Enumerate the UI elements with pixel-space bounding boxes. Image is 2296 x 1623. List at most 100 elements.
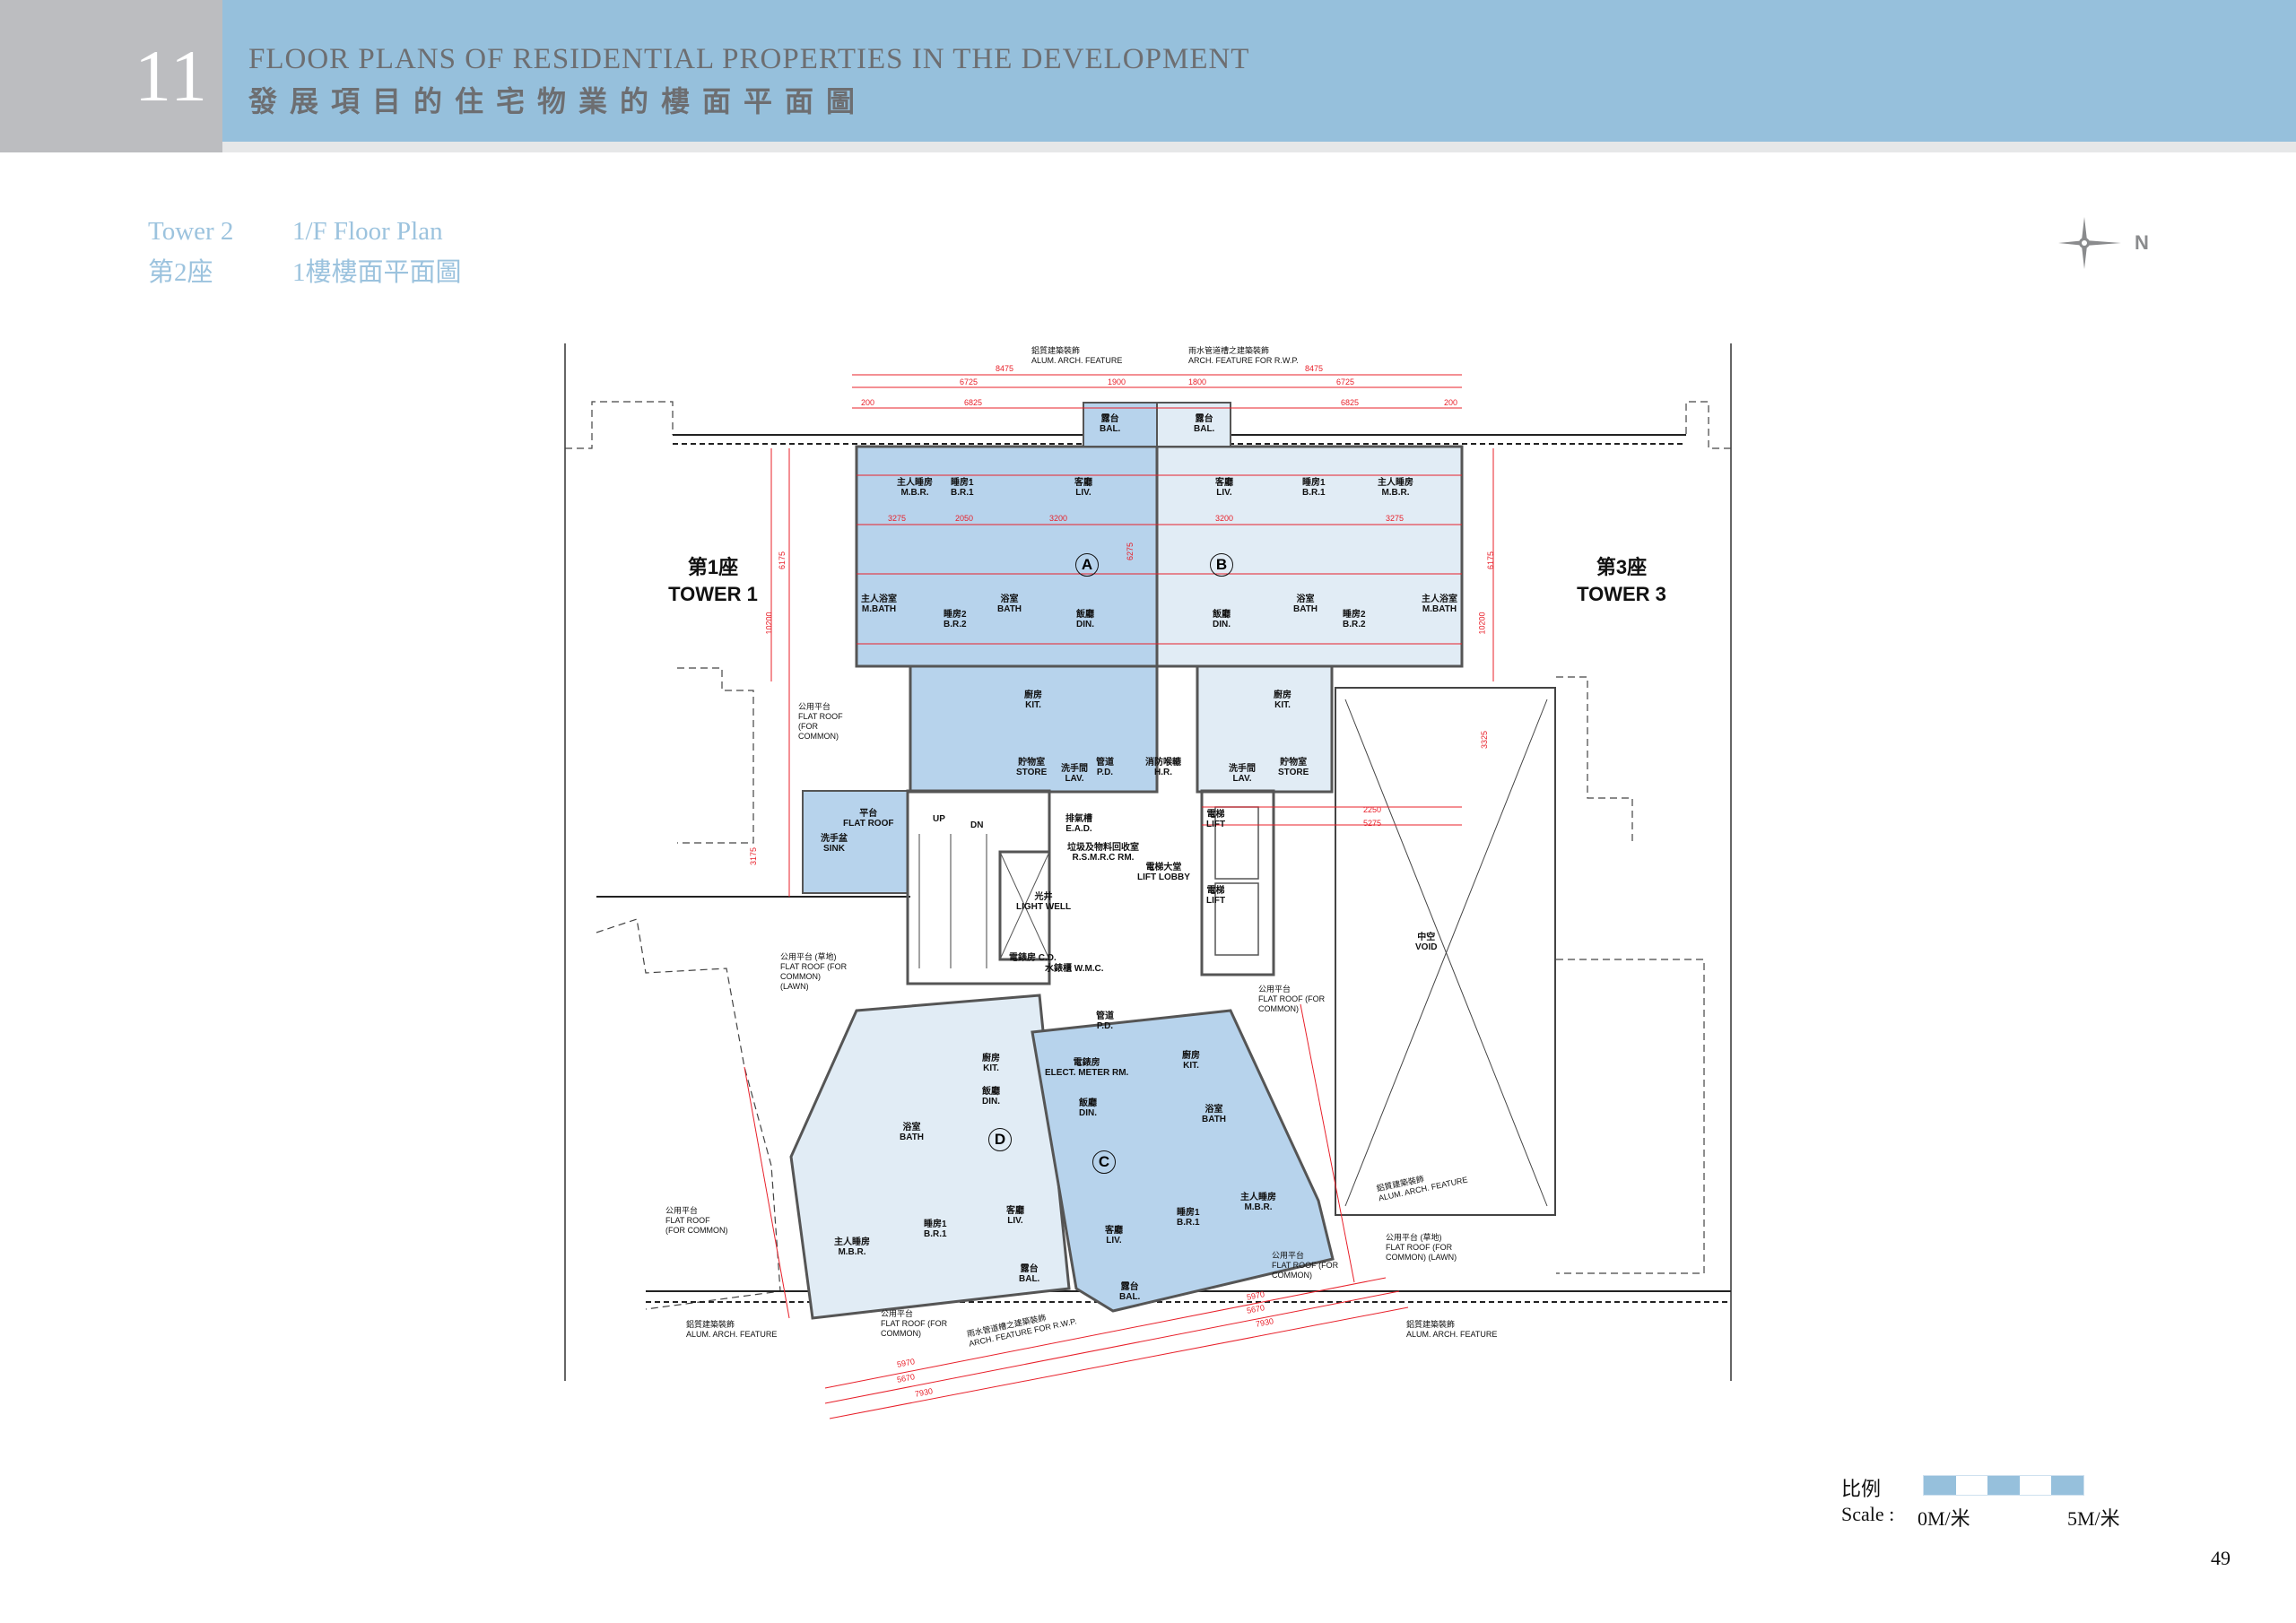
balcony-b xyxy=(1156,402,1231,447)
scale-bar xyxy=(1923,1475,2084,1496)
dim-label: 3275 xyxy=(1386,514,1405,523)
unit-marker-a: A xyxy=(1075,553,1099,577)
unit-marker-b: B xyxy=(1210,553,1233,577)
unit-c-area xyxy=(1031,1009,1335,1313)
dim-label: 5275 xyxy=(1363,819,1382,828)
flat-roof-blue xyxy=(802,790,909,894)
dim-label: 1800 xyxy=(1188,378,1207,386)
dim-label: 6275 xyxy=(1126,542,1135,561)
dim-label: 200 xyxy=(861,398,875,407)
unit-d-area xyxy=(789,994,1071,1320)
dim-label: 2050 xyxy=(955,514,974,523)
unit-b-area xyxy=(1155,445,1464,668)
note-flat-roof-lawn: 公用平台 (草地)FLAT ROOF (FOR COMMON) (LAWN) xyxy=(780,952,848,991)
core xyxy=(906,789,1275,985)
unit-marker-d: D xyxy=(988,1128,1012,1151)
dim-label: 6175 xyxy=(1486,551,1496,570)
page-number: 49 xyxy=(2211,1547,2231,1569)
dim-label: 3325 xyxy=(1480,730,1490,750)
room-label-cd: 電錶房 C.D. xyxy=(1009,953,1057,963)
tower-label-en: Tower 2 xyxy=(148,217,234,246)
dim-label: 3200 xyxy=(1049,514,1068,523)
dim-label: 3275 xyxy=(888,514,907,523)
floor-label-en: 1/F Floor Plan xyxy=(292,217,443,246)
tower-label-zh: 第2座 xyxy=(148,258,213,287)
scale-start: 0M/米 xyxy=(1918,1507,1970,1530)
dimension-lines xyxy=(744,374,1494,1419)
scale-label-zh: 比例 xyxy=(1841,1478,1882,1500)
chapter-number: 11 xyxy=(135,35,209,117)
dim-label: 6725 xyxy=(960,378,978,386)
stair-up-label: UP xyxy=(933,814,945,824)
dim-label: 3175 xyxy=(749,846,759,866)
north-label: N xyxy=(2135,231,2149,254)
void-area xyxy=(1335,687,1556,1216)
dim-label: 3200 xyxy=(1215,514,1234,523)
dim-label: 6175 xyxy=(778,551,787,570)
stair-down-label: DN xyxy=(970,820,984,830)
unit-marker-c: C xyxy=(1092,1150,1116,1174)
scale-end: 5M/米 xyxy=(2067,1507,2120,1530)
dim-label: 6825 xyxy=(1341,398,1360,407)
dim-label: 200 xyxy=(1444,398,1458,407)
dim-label: 8475 xyxy=(996,364,1014,373)
floor-label-zh: 1樓樓面平面圖 xyxy=(292,258,462,287)
chapter-block xyxy=(0,0,222,152)
page-title-en: FLOOR PLANS OF RESIDENTIAL PROPERTIES IN… xyxy=(248,43,1250,75)
room-label-wmc: 水錶櫃 W.M.C. xyxy=(1045,964,1104,974)
dim-label: 8475 xyxy=(1305,364,1324,373)
balcony-a xyxy=(1083,402,1158,447)
dim-label: 6825 xyxy=(964,398,983,407)
page-title-zh: 發展項目的住宅物業的樓面平面圖 xyxy=(248,85,868,117)
